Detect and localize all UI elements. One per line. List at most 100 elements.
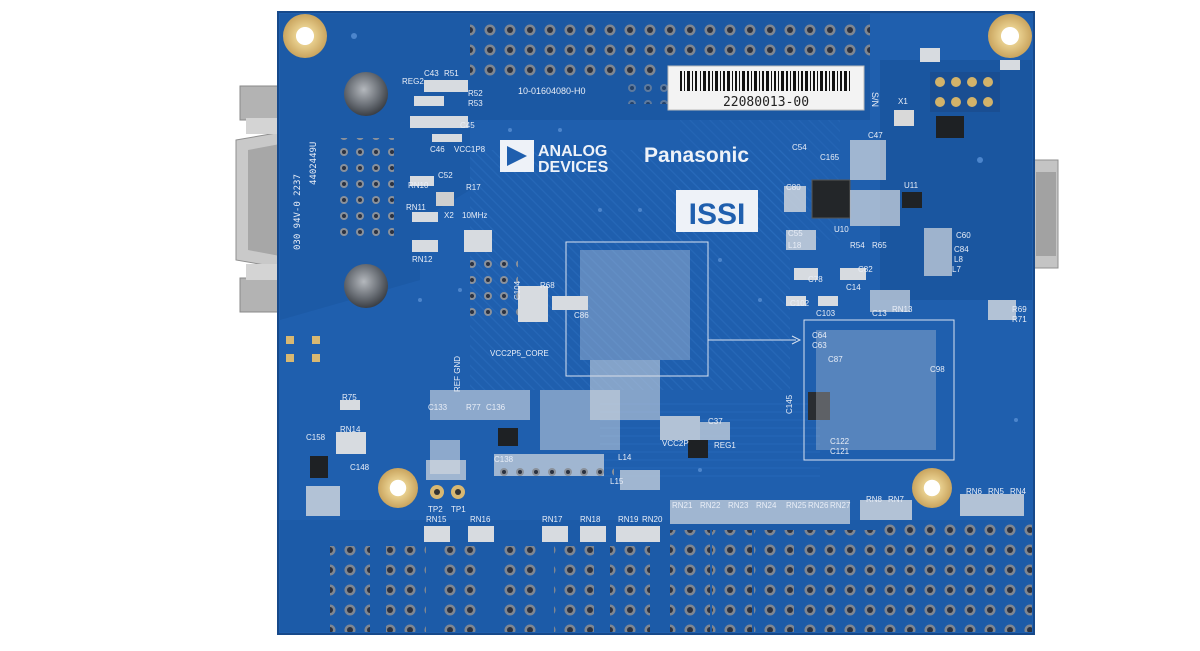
lbl-rn25: RN25: [786, 501, 807, 510]
lbl-rn14: RN14: [340, 425, 361, 434]
lbl-c138: C138: [494, 455, 514, 464]
lbl-c133: C133: [428, 403, 448, 412]
lbl-c54: C54: [792, 143, 807, 152]
serial-label: 22080013-00: [667, 65, 865, 111]
lbl-x2: X2: [444, 211, 454, 220]
lbl-c78: C78: [808, 275, 823, 284]
lbl-10mhz: 10MHz: [462, 211, 487, 220]
lbl-c46: C46: [430, 145, 445, 154]
lbl-c82: C82: [858, 265, 873, 274]
lbl-c87: C87: [828, 355, 843, 364]
lbl-c47: C47: [868, 131, 883, 140]
lbl-vcc2p: VCC2P: [662, 439, 689, 448]
lbl-c103: C103: [816, 309, 836, 318]
bottom-headers: [330, 520, 1032, 632]
usb-controller-chip: [811, 179, 851, 219]
lbl-l14: L14: [618, 453, 632, 462]
lbl-rn18: RN18: [580, 515, 601, 524]
lbl-c145: C145: [785, 394, 794, 414]
lbl-c43: C43: [424, 69, 439, 78]
lbl-rn11: RN11: [406, 203, 426, 212]
lbl-rn27: RN27: [830, 501, 851, 510]
vga-connector: [235, 85, 283, 313]
lbl-reg1: REG1: [714, 441, 736, 450]
lbl-r69: R69: [1012, 305, 1027, 314]
lbl-c80: C80: [786, 183, 801, 192]
issi-logo: ISSI: [676, 190, 758, 232]
lbl-c122: C122: [830, 437, 850, 446]
ics: [310, 110, 964, 478]
lbl-rn15: RN15: [426, 515, 447, 524]
lbl-rn20: RN20: [642, 515, 663, 524]
lbl-c45: C45: [460, 121, 475, 130]
lbl-r54: R54: [850, 241, 865, 250]
smd-components: [306, 48, 1024, 542]
tp2-label: TP2: [428, 505, 443, 514]
lbl-r17: R17: [466, 183, 481, 192]
mounting-holes: [283, 14, 1032, 508]
lbl-rn12: RN12: [412, 255, 433, 264]
lbl-rn7: RN7: [888, 495, 905, 504]
lbl-c148: C148: [350, 463, 370, 472]
lbl-x1: X1: [898, 97, 908, 106]
lbl-c60: C60: [956, 231, 971, 240]
lbl-ref-gnd: REF GND: [453, 356, 462, 392]
lbl-c165: C165: [820, 153, 840, 162]
left-pads: [286, 336, 320, 362]
lbl-rn16: RN16: [470, 515, 491, 524]
top-header-holes: [470, 22, 870, 62]
lbl-reg2: REG2: [402, 77, 424, 86]
lbl-rn6: RN6: [966, 487, 983, 496]
lbl-r65: R65: [872, 241, 887, 250]
lbl-rn8: RN8: [866, 495, 883, 504]
serial-number-text: 22080013-00: [723, 95, 809, 110]
lbl-c84: C84: [954, 245, 969, 254]
left-holes: [336, 138, 394, 240]
lbl-rn22: RN22: [700, 501, 721, 510]
lbl-c64: C64: [812, 331, 827, 340]
lbl-r68: R68: [540, 281, 555, 290]
lbl-l8: L8: [954, 255, 963, 264]
lbl-u11: U11: [904, 181, 919, 190]
lbl-r71: R71: [1012, 315, 1027, 324]
lbl-c52: C52: [438, 171, 453, 180]
lbl-l18: L18: [788, 241, 802, 250]
sn-mark: S/N: [870, 92, 880, 107]
lbl-l15: L15: [610, 477, 624, 486]
lbl-rn10: RN10: [408, 181, 429, 190]
lbl-c14: C14: [846, 283, 861, 292]
top-header-holes-row3: [470, 62, 660, 82]
lbl-r75: R75: [342, 393, 357, 402]
lbl-c55: C55: [788, 229, 803, 238]
lbl-rn17: RN17: [542, 515, 563, 524]
tp1-label: TP1: [451, 505, 466, 514]
lbl-c63: C63: [812, 341, 827, 350]
panasonic-logo: Panasonic: [644, 144, 749, 167]
vertical-mark-2: 4402449U: [309, 142, 319, 185]
lbl-c104: C104: [513, 280, 522, 300]
lbl-rn4: RN4: [1010, 487, 1027, 496]
vga-standoffs: [344, 72, 388, 308]
sdram-outline: [803, 319, 955, 461]
lbl-c13: C13: [872, 309, 887, 318]
lbl-rn21: RN21: [672, 501, 693, 510]
lbl-rn13: RN13: [892, 305, 913, 314]
lbl-c121: C121: [830, 447, 850, 456]
lbl-vcc1p8: VCC1P8: [454, 145, 486, 154]
lbl-l7: L7: [952, 265, 961, 274]
lbl-rn5: RN5: [988, 487, 1005, 496]
lbl-c98: C98: [930, 365, 945, 374]
lbl-r51: R51: [444, 69, 459, 78]
analog-devices-logo: ANALOG DEVICES: [500, 140, 609, 176]
lbl-r77: R77: [466, 403, 481, 412]
right-top-header: [930, 72, 1000, 112]
analog-logo-line2: DEVICES: [538, 159, 609, 176]
jumper-row: [494, 462, 614, 478]
lbl-c86: C86: [574, 311, 589, 320]
lbl-r52: R52: [468, 89, 483, 98]
vias: [351, 33, 1018, 472]
vertical-mark-1: 030 94V-0 2237: [293, 174, 303, 250]
lbl-u10: U10: [834, 225, 849, 234]
